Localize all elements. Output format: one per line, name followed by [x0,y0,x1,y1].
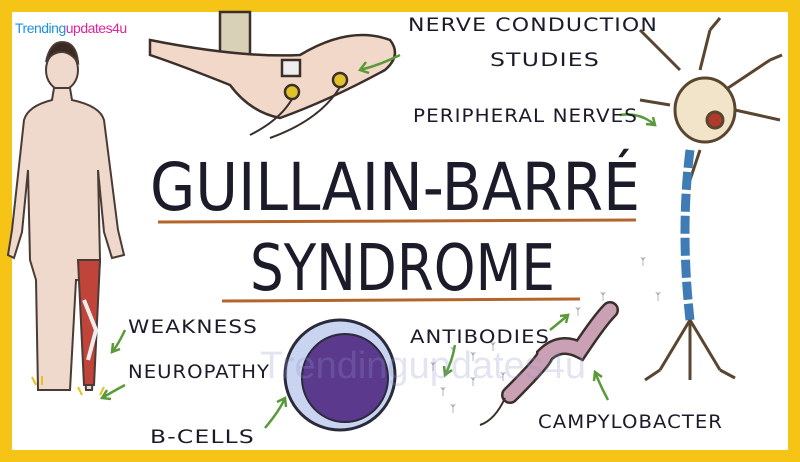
title-line-1: GUILLAIN-BARRÉ [150,148,640,226]
logo-part-1: Trending [15,20,66,36]
label-studies: STUDIES [490,49,600,71]
svg-text:ᛉ: ᛉ [430,362,436,373]
title-underline-2 [221,297,581,303]
label-nerve-conduction: NERVE CONDUCTION [408,14,658,36]
label-peripheral-nerves: PERIPHERAL NERVES [413,105,638,127]
neuron-illustration [638,17,783,382]
site-logo: Trendingupdates4u [15,20,127,36]
svg-text:ᛉ: ᛉ [500,372,506,383]
watermark: Trendingupdates4u [260,345,586,387]
label-neuropathy: NEUROPATHY [128,361,270,383]
svg-text:ᛉ: ᛉ [490,342,496,353]
title-line-2: SYNDROME [250,232,555,306]
label-weakness: WEAKNESS [128,316,258,338]
svg-text:ᛉ: ᛉ [575,307,581,318]
foot-with-electrodes-illustration [148,10,397,139]
logo-part-2: updates4u [65,20,127,36]
campylobacter-illustration [479,301,619,426]
svg-text:ᛉ: ᛉ [450,404,456,415]
svg-text:ᛉ: ᛉ [440,387,446,398]
svg-text:ᛉ: ᛉ [655,292,661,303]
b-cell-illustration [283,318,397,432]
annotation-arrows [99,53,657,429]
label-b-cells: B-CELLS [150,426,255,448]
svg-text:ᛉ: ᛉ [470,352,476,363]
white-panel [12,12,788,450]
svg-text:ᛉ: ᛉ [600,292,606,303]
label-antibodies: ANTIBODIES [410,326,550,348]
foot-pain-marks [31,376,105,396]
label-campylobacter: CAMPYLOBACTER [538,411,723,433]
svg-text:ᛉ: ᛉ [470,377,476,388]
svg-text:ᛉ: ᛉ [640,257,646,268]
title-underline-1 [157,218,637,224]
human-figure-illustration [6,40,126,391]
